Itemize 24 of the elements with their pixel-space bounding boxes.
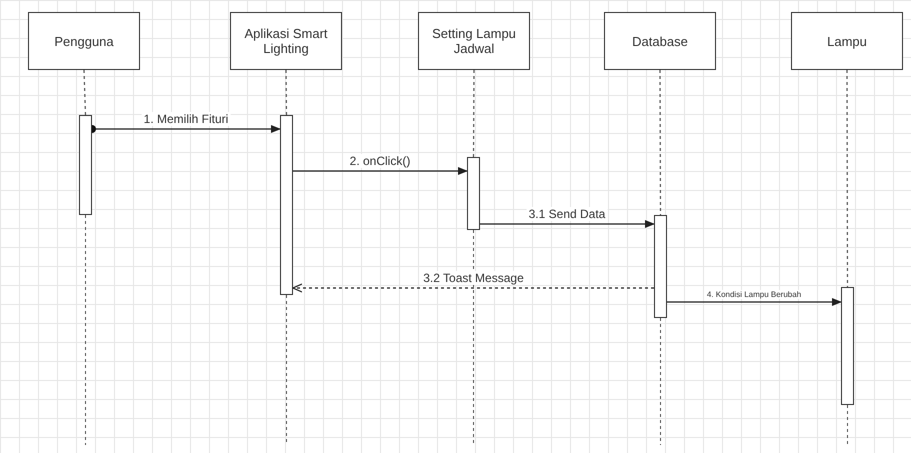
lifeline [83, 70, 86, 116]
lifeline-header-box: Setting Lampu Jadwal [418, 12, 530, 70]
activation-bar [654, 215, 667, 318]
message-label: 3.1 Send Data [526, 207, 608, 221]
lifeline-header-box: Pengguna [28, 12, 140, 70]
lifeline [846, 70, 848, 287]
lifeline [659, 70, 662, 215]
message-label: 2. onClick() [348, 154, 412, 168]
lifeline [285, 70, 288, 115]
activation-bar [467, 157, 480, 230]
lifeline-header-box: Lampu [791, 12, 903, 70]
activation-bar [841, 287, 854, 405]
lifeline-header-box: Database [604, 12, 716, 70]
activation-bar [79, 115, 92, 215]
lifeline-header-box: Aplikasi Smart Lighting [230, 12, 342, 70]
message-arrow [293, 167, 468, 175]
activation-bar [280, 115, 293, 295]
message-label: 1. Memilih Fituri [142, 112, 230, 126]
message-arrow [480, 220, 655, 228]
lifeline [472, 70, 475, 157]
message-label: 3.2 Toast Message [421, 271, 526, 285]
return-message-arrow [292, 283, 654, 293]
message-arrow [667, 298, 842, 306]
message-label: 4. Kondisi Lampu Berubah [704, 290, 804, 299]
